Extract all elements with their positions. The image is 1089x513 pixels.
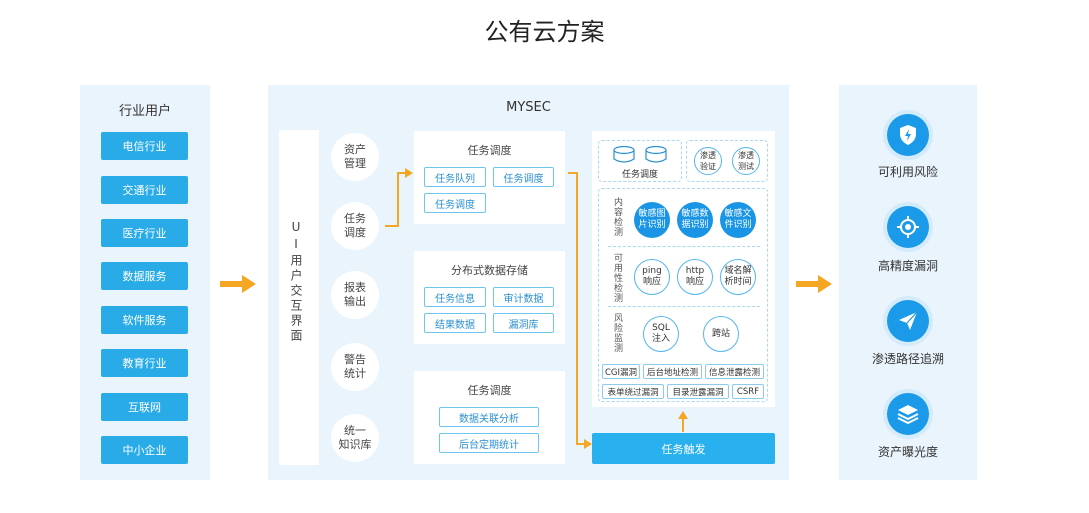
ui-interface-column <box>279 130 319 465</box>
page-title: 公有云方案 <box>484 18 605 46</box>
connector-arrowhead <box>584 439 592 449</box>
industry-item-data-service: 数据服务 <box>101 262 188 290</box>
task-trigger-button: 任务触发 <box>592 433 775 464</box>
connector-line <box>568 172 578 174</box>
industry-item-software-service: 软件服务 <box>101 306 188 334</box>
flow-arrow-left <box>220 275 256 293</box>
connector-line <box>576 443 586 445</box>
connector-line <box>682 418 684 432</box>
connector-line <box>576 172 578 444</box>
outcome-label: 资产曝光度 <box>877 445 938 459</box>
vuln-tag: 信息泄露检测 <box>705 364 764 379</box>
connector-arrowhead <box>405 168 413 178</box>
distributed-storage-box-title: 分布式数据存储 <box>451 264 528 277</box>
detection-group <box>598 188 768 402</box>
flow-arrow-right <box>796 275 832 293</box>
mysec-title: MYSEC <box>506 100 551 115</box>
database-icon <box>613 146 635 163</box>
paper-plane-icon <box>887 300 929 342</box>
task-scheduling-box-title: 任务调度 <box>467 144 512 157</box>
task-queue-tag: 任务队列 <box>424 167 486 187</box>
task-dispatch-tag: 任务调度 <box>493 167 554 187</box>
pen-test-group <box>686 140 768 182</box>
industry-item-sme: 中小企业 <box>101 436 188 464</box>
task-dispatch-tag: 任务调度 <box>424 193 486 213</box>
sensitive-data-node: 敏感数 据识别 <box>677 202 713 238</box>
vuln-tag: CGI漏洞 <box>602 364 640 379</box>
sql-injection-node: SQL 注入 <box>643 316 679 352</box>
divider <box>608 306 760 307</box>
connector-line <box>397 172 407 174</box>
industry-item-transport: 交通行业 <box>101 176 188 204</box>
sensitive-file-node: 敏感文 件识别 <box>720 202 756 238</box>
industry-item-medical: 医疗行业 <box>101 219 188 247</box>
xss-node: 跨站 <box>703 316 739 352</box>
pen-verify-node: 渗透 验证 <box>694 147 722 175</box>
outcome-label: 渗透路径追溯 <box>871 352 944 366</box>
vuln-db-tag: 漏洞库 <box>493 313 554 333</box>
outcome-label: 可利用风险 <box>877 165 938 179</box>
periodic-statistics-tag: 后台定期统计 <box>439 433 539 453</box>
shield-icon <box>887 114 929 156</box>
availability-detection-label: 可用性检测 <box>612 253 622 303</box>
task-scheduling-node: 任务 调度 <box>331 202 379 250</box>
industry-item-internet: 互联网 <box>101 393 188 421</box>
industry-item-telecom: 电信行业 <box>101 132 188 160</box>
alert-statistics-node: 警告 统计 <box>331 343 379 391</box>
result-data-tag: 结果数据 <box>424 313 486 333</box>
connector-arrowhead <box>678 411 688 419</box>
pen-test-node: 渗透 测试 <box>732 147 760 175</box>
layers-icon <box>887 393 929 435</box>
connector-line <box>385 225 398 227</box>
ping-response-node: ping 响应 <box>634 259 670 295</box>
report-output-node: 报表 输出 <box>331 271 379 319</box>
vuln-tag: CSRF <box>732 384 764 399</box>
dns-resolve-time-node: 域名解 析时间 <box>720 259 756 295</box>
outcome-label: 高精度漏洞 <box>877 259 938 273</box>
industry-item-education: 教育行业 <box>101 349 188 377</box>
industry-users-title: 行业用户 <box>118 104 171 119</box>
risk-monitoring-label: 风险监测 <box>612 313 622 353</box>
task-scheduling-label: 任务调度 <box>621 170 658 180</box>
ui-interface-label: UI用户交互界面 <box>289 220 303 344</box>
task-info-tag: 任务信息 <box>424 287 486 307</box>
content-detection-label: 内容检测 <box>612 197 622 237</box>
asset-management-node: 资产 管理 <box>331 133 379 181</box>
target-icon <box>887 206 929 248</box>
vuln-tag: 表单绕过漏洞 <box>602 384 664 399</box>
task-scheduling-group <box>598 140 682 182</box>
http-response-node: http 响应 <box>677 259 713 295</box>
knowledge-base-node: 统一 知识库 <box>331 414 379 462</box>
vuln-tag: 后台地址检测 <box>643 364 702 379</box>
data-correlation-tag: 数据关联分析 <box>439 407 539 427</box>
vuln-tag: 目录泄露漏洞 <box>667 384 729 399</box>
analysis-box-title: 任务调度 <box>467 384 512 397</box>
connector-line <box>397 172 399 227</box>
audit-data-tag: 审计数据 <box>493 287 554 307</box>
divider <box>608 246 760 247</box>
sensitive-image-node: 敏感图 片识别 <box>634 202 670 238</box>
database-icon <box>645 146 667 163</box>
